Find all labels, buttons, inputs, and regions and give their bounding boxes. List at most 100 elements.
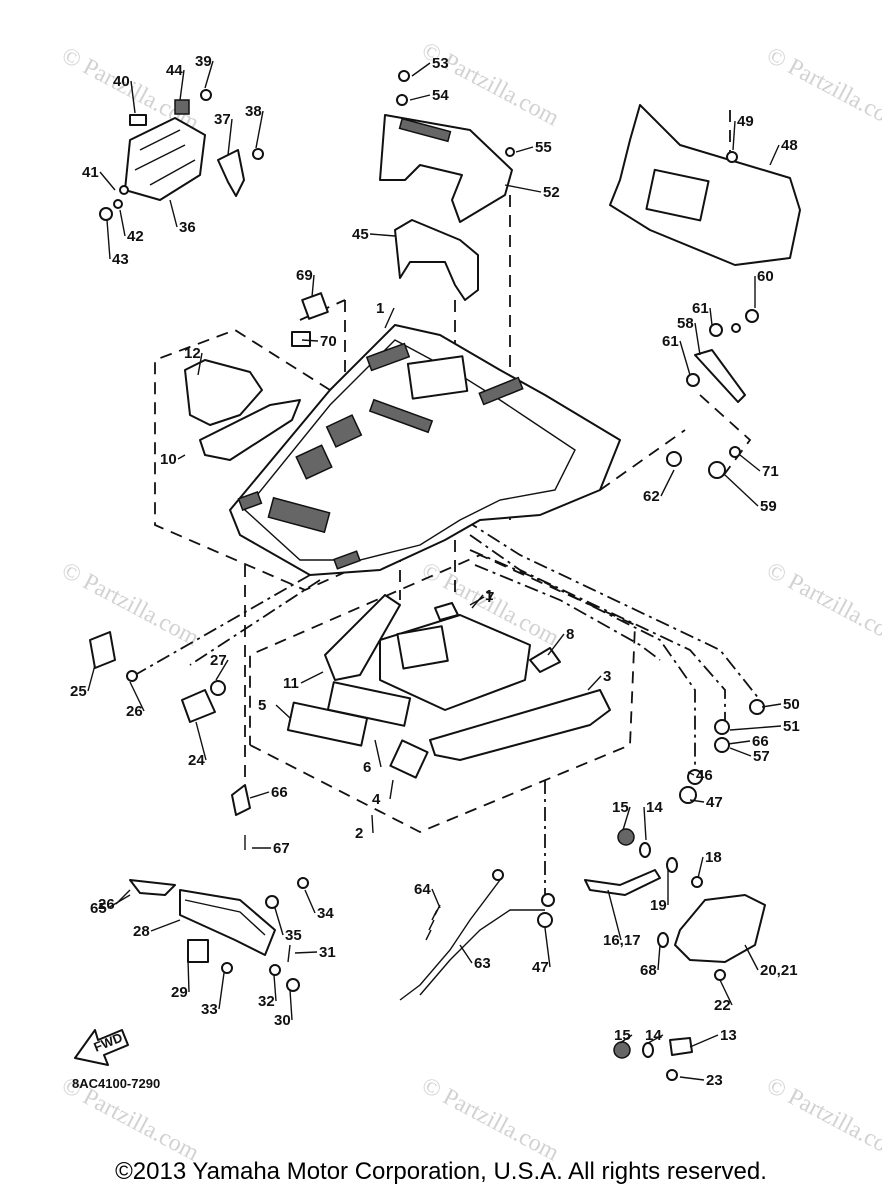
washer [731,323,741,333]
callout-label: 66 [271,784,288,801]
cable-assembly [399,869,555,1001]
callout-label: 54 [432,87,449,104]
callout-label: 15 [614,1027,631,1044]
headlight-housing [124,117,206,201]
hood-vent [333,550,361,570]
callout-leader [294,951,318,954]
callout-leader [679,340,691,376]
callout-label: 70 [320,333,337,350]
callout-leader [587,675,602,691]
callout-leader [187,959,190,993]
front-direction-arrow: FWD [74,1029,129,1066]
callout-leader [515,146,534,153]
callout-leader [709,307,713,326]
callout-label: 58 [677,315,694,332]
cable-end [492,869,504,881]
small-pad [529,647,561,673]
callout-leader [215,659,229,681]
watermark: © Partzilla.com [57,557,203,651]
watermark: © Partzilla.com [762,1072,882,1166]
callout-label: 28 [133,923,150,940]
callout-label: 30 [274,1012,291,1029]
callout-leader [504,184,542,193]
callout-label: 14 [646,799,663,816]
callout-label: 61 [662,333,679,350]
callout-leader [384,307,395,329]
nut [265,895,279,909]
callout-leader [274,907,284,936]
hood-window [406,355,469,400]
left-small-parts [89,631,251,850]
callout-leader [389,779,394,800]
callout-label: 69 [296,267,313,284]
bracket [301,292,329,320]
bumper [179,889,276,956]
callout-label: 15 [612,799,629,816]
windshield-window [645,168,710,222]
washer [396,94,408,106]
callout-label: 66 [752,733,769,750]
tag [129,879,176,896]
callout-leader [130,80,136,114]
dash-panel-slot [398,117,452,143]
right-parts [584,699,766,1081]
callout-label: 26 [98,896,115,913]
callout-label: 14 [645,1027,662,1044]
bolt [286,978,300,992]
callout-label: 25 [70,683,87,700]
hood-vent [368,398,434,434]
callout-label: 51 [783,718,800,735]
callout-label: 12 [184,345,201,362]
hood-vent [237,490,263,512]
callout-label: 52 [543,184,560,201]
grommet [714,737,730,753]
bracket [291,331,311,347]
washer [666,857,678,873]
callout-label: 61 [692,300,709,317]
dash-panel [379,114,513,223]
callout-label: 20,21 [760,962,798,979]
callout-leader [643,806,647,841]
screw [666,1069,678,1081]
bumper-assembly [129,877,309,992]
cable [419,909,545,996]
spring [425,904,441,941]
callout-leader [273,974,277,1002]
grommet [679,786,697,804]
copyright-notice: ©2013 Yamaha Motor Corporation, U.S.A. A… [115,1158,767,1185]
pad [389,739,429,779]
bolt [729,446,741,458]
callout-label: 6 [363,759,371,776]
washer [657,932,669,948]
callout-leader [544,927,551,968]
callout-label: 71 [762,463,779,480]
callout-label: 32 [258,993,275,1010]
hood-vent [295,444,333,480]
callout-label: 59 [760,498,777,515]
bolt [297,877,309,889]
callout-label: 37 [214,111,231,128]
callout-label: 34 [317,905,334,922]
bracket [187,939,209,963]
bulb-socket [669,1037,693,1056]
callout-leader [689,1034,719,1048]
callout-leader [177,454,186,460]
callout-leader [719,979,733,1006]
callout-leader [119,209,126,237]
callout-label: 43 [112,251,129,268]
callout-leader [179,69,185,101]
callout-label: 60 [757,268,774,285]
callout-leader [369,233,396,237]
grommet [537,912,553,928]
callout-label: 49 [737,113,754,130]
callout-leader [150,919,181,932]
callout-label: 26 [126,703,143,720]
grommet [714,719,730,735]
callout-label: 35 [285,927,302,944]
nut [99,207,113,221]
callout-leader [311,274,315,298]
bottom-plate-parts [286,594,611,779]
callout-label: 4 [372,791,381,808]
callout-leader [694,322,701,356]
